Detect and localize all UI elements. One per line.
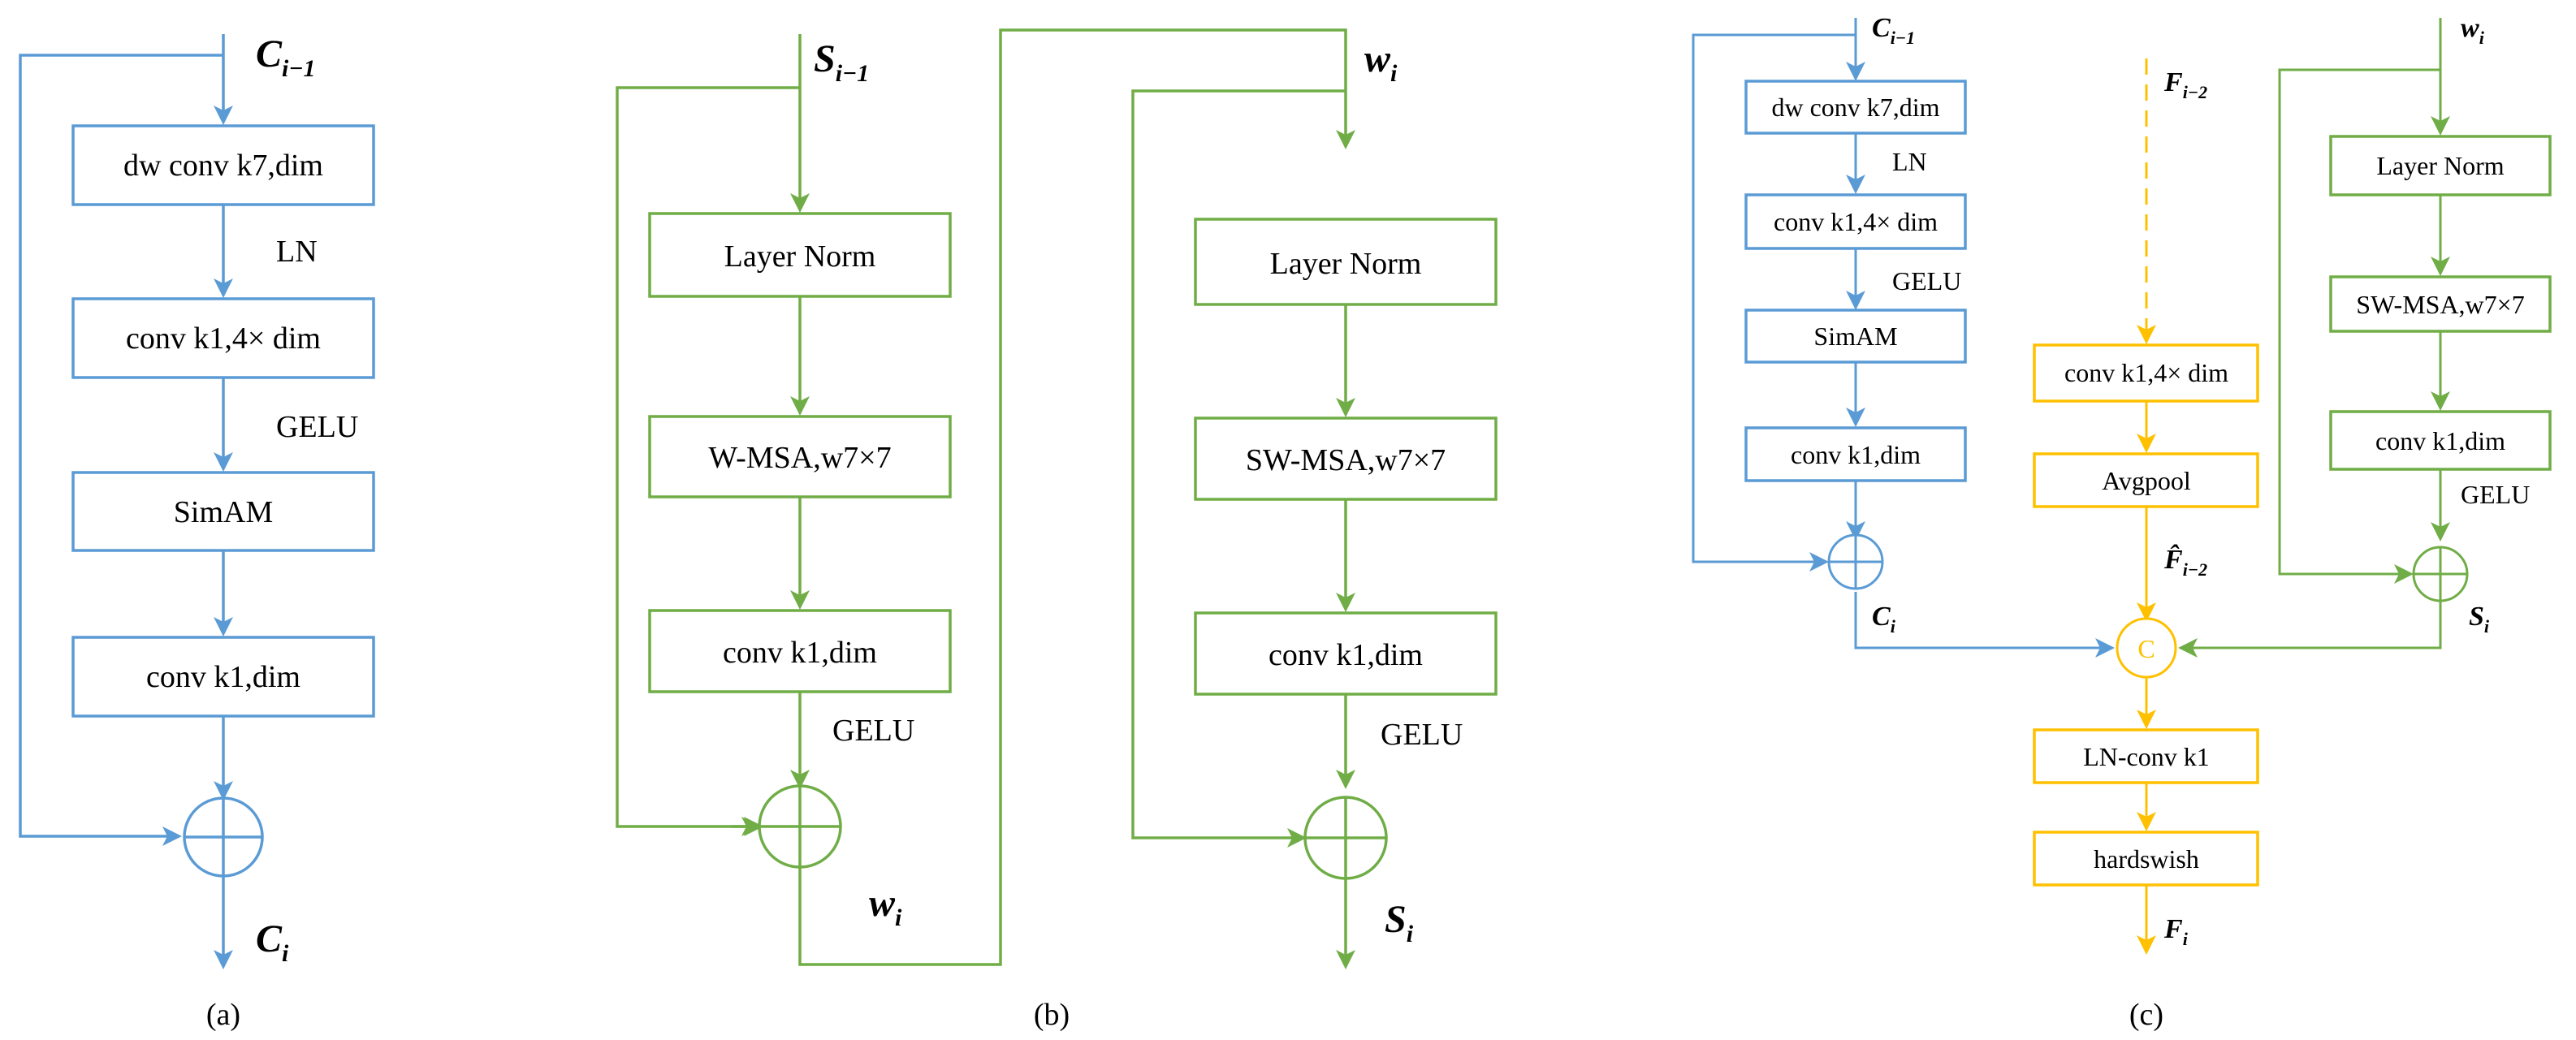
c-right-output-var: Si <box>2469 602 2490 637</box>
a-add-node <box>183 796 264 878</box>
a-box-dwconv <box>71 124 375 206</box>
c-left-simam <box>1744 309 1967 364</box>
c-mid-input-var: Fi−2 <box>2163 67 2207 102</box>
a-box-simam <box>71 471 375 552</box>
b-right-swmsa <box>1194 416 1498 501</box>
b-left-conv-label: conv k1,dim <box>723 636 877 670</box>
c-left-conv1dim-label: conv k1,dim <box>1791 440 1921 469</box>
b-left-gelu: GELU <box>832 714 914 748</box>
c-caption: (c) <box>2129 998 2163 1032</box>
b-left-conv <box>648 609 952 693</box>
b-mid-w-var: wi <box>869 882 902 931</box>
a-input-var: Ci−1 <box>256 32 316 82</box>
c-left-output-var: Ci <box>1872 602 1896 637</box>
c-mid-lnconv <box>2033 728 2259 784</box>
c-left-simam-label: SimAM <box>1813 321 1897 351</box>
c-left-conv1dim <box>1744 426 1967 482</box>
b-right-conv-label: conv k1,dim <box>1269 638 1423 672</box>
c-mid-avgpool-label: Avgpool <box>2102 466 2191 495</box>
a-label-ln: LN <box>276 235 318 269</box>
c-left-conv4dim <box>1744 193 1967 250</box>
b-input-var: Si−1 <box>814 37 869 87</box>
c-right-swmsa <box>2329 275 2552 333</box>
a-box-dwconv-label: dw conv k7,dim <box>123 149 323 183</box>
b-right-layernorm <box>1194 218 1498 306</box>
a-output-var: Ci <box>256 917 289 967</box>
a-box-conv4dim-label: conv k1,4× dim <box>126 321 321 356</box>
b-right-add-node <box>1303 796 1388 880</box>
b-left-wmsa-label: W-MSA,w7×7 <box>708 441 891 475</box>
c-mid-output-var: Fi <box>2163 914 2189 949</box>
c-mid-avgpool <box>2033 452 2259 508</box>
b-caption: (b) <box>1034 998 1070 1032</box>
b-output-var: Si <box>1385 898 1414 947</box>
c-right-swmsa-label: SW-MSA,w7×7 <box>2356 290 2524 319</box>
a-label-gelu: GELU <box>276 410 358 444</box>
b-left-layernorm-label: Layer Norm <box>724 240 876 274</box>
c-mid-hardswish <box>2033 831 2259 887</box>
a-box-simam-label: SimAM <box>174 495 273 529</box>
c-mid-lnconv-label: LN-conv k1 <box>2083 742 2210 771</box>
panel-c <box>1692 18 2450 955</box>
b-right-conv <box>1194 611 1498 696</box>
b-left-add-node <box>758 784 842 869</box>
c-left-gelu: GELU <box>1892 266 1961 296</box>
b-right-gelu: GELU <box>1381 718 1463 752</box>
c-mid-hat-var: F̂i−2 <box>2163 543 2207 580</box>
c-mid-hardswish-label: hardswish <box>2094 844 2199 874</box>
c-concat-node: C <box>2116 617 2177 679</box>
c-left-add-node <box>1827 533 1884 590</box>
c-left-input-var: Ci−1 <box>1872 13 1915 48</box>
panel-a <box>19 34 233 969</box>
c-right-gelu: GELU <box>2461 480 2530 509</box>
c-right-layernorm-label: Layer Norm <box>2376 151 2504 180</box>
c-left-ln: LN <box>1892 147 1927 176</box>
b-right-layernorm-label: Layer Norm <box>1270 247 1422 281</box>
c-left-dwconv-label: dw conv k7,dim <box>1771 93 1939 122</box>
c-right-input-var: wi <box>2461 13 2485 48</box>
b-left-wmsa <box>648 415 952 498</box>
c-right-conv-label: conv k1,dim <box>2375 426 2505 455</box>
a-box-conv1dim <box>71 636 375 718</box>
c-mid-conv4dim-label: conv k1,4× dim <box>2064 358 2228 387</box>
panel-b <box>616 28 1355 969</box>
a-caption: (a) <box>206 998 240 1032</box>
b-right-swmsa-label: SW-MSA,w7×7 <box>1246 443 1446 477</box>
c-mid-conv4dim <box>2033 343 2259 403</box>
c-right-layernorm <box>2329 135 2552 196</box>
b-top-w-var: wi <box>1364 37 1398 87</box>
c-right-add-node <box>2412 546 2469 602</box>
a-box-conv4dim <box>71 297 375 379</box>
b-left-layernorm <box>648 212 952 298</box>
c-left-dwconv <box>1744 80 1967 135</box>
a-box-conv1dim-label: conv k1,dim <box>146 660 300 694</box>
svg-text:C: C <box>2137 634 2155 663</box>
c-left-conv4dim-label: conv k1,4× dim <box>1774 207 1938 236</box>
c-right-conv <box>2329 410 2552 471</box>
